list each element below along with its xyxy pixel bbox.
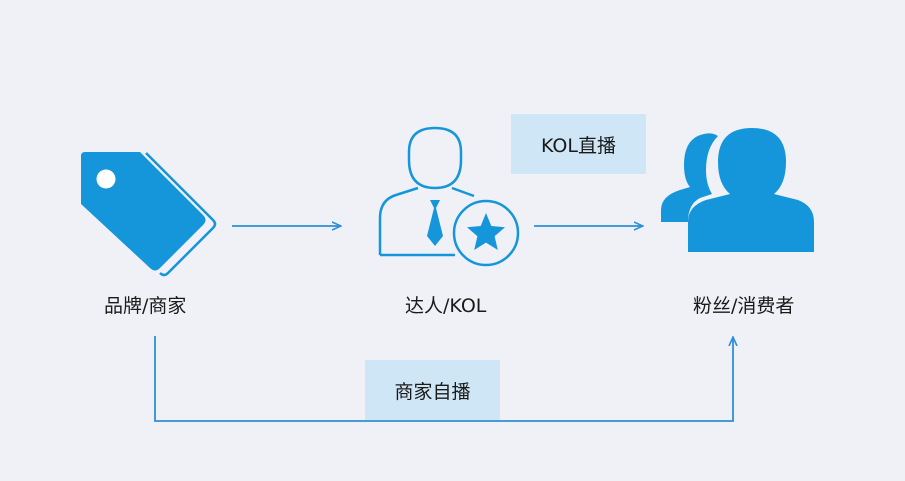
price-tag-icon [81, 152, 217, 277]
node-label-kol: 达人/KOL [405, 295, 487, 317]
edge-label-kol-live: KOL直播 [511, 114, 646, 174]
node-label-brand: 品牌/商家 [104, 295, 187, 317]
arrow-brand-to-fans [154, 336, 733, 422]
user-group-icon [661, 128, 814, 252]
person-with-star-badge-icon [378, 126, 520, 267]
edge-label-merchant-live: 商家自播 [365, 360, 500, 420]
node-label-fans: 粉丝/消费者 [693, 295, 795, 317]
